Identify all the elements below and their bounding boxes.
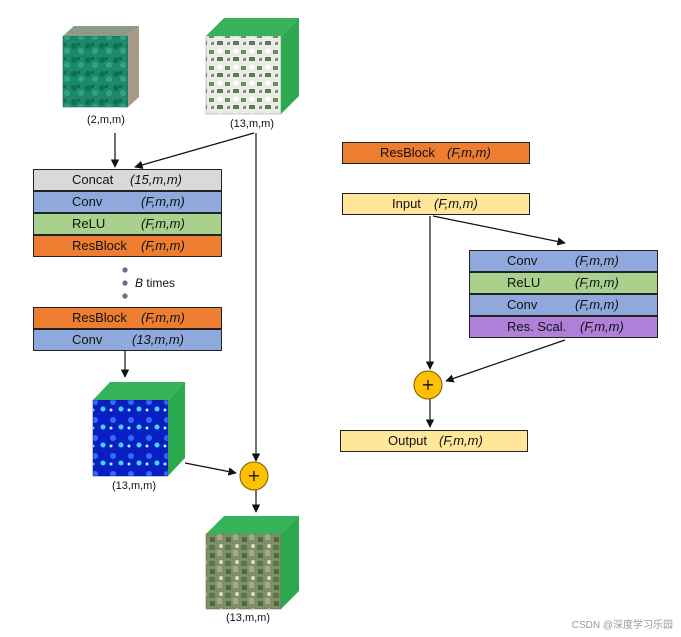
layer-name: Output xyxy=(388,433,428,448)
layer-name: ResBlock xyxy=(72,238,127,253)
sum-symbol: + xyxy=(247,466,260,485)
concat-layer: Concat (15,m,m) xyxy=(33,169,222,191)
sum-node-right: + xyxy=(413,370,443,400)
repeat-label: B times xyxy=(135,276,176,290)
layer-dims: (F,m,m) xyxy=(575,275,619,290)
layer-name: Conv xyxy=(507,253,538,268)
final-conv-layer: Conv (13,m,m) xyxy=(33,329,222,351)
relu-layer: ReLU (F,m,m) xyxy=(33,213,222,235)
layer-name: Concat xyxy=(72,172,114,187)
input2-dims-label: (13,m,m) xyxy=(230,118,274,130)
layer-name: ResBlock xyxy=(380,145,435,160)
residual-cube xyxy=(92,382,185,477)
resblock-relu: ReLU (F,m,m) xyxy=(469,272,658,294)
layer-name: Input xyxy=(392,196,421,211)
arrow-scal-to-sum xyxy=(445,339,566,383)
layer-name: Conv xyxy=(507,297,538,312)
resblock-conv1: Conv (F,m,m) xyxy=(469,250,658,272)
layer-dims: (F,m,m) xyxy=(141,310,185,325)
input-cube-13ch xyxy=(205,18,299,115)
conv-layer: Conv (F,m,m) xyxy=(33,191,222,213)
repeat-dot xyxy=(122,293,128,299)
layer-name: ResBlock xyxy=(72,310,127,325)
layer-dims: (F,m,m) xyxy=(575,253,619,268)
layer-dims: (13,m,m) xyxy=(132,332,184,347)
resblock-layer-last: ResBlock (F,m,m) xyxy=(33,307,222,329)
output-dims-label: (13,m,m) xyxy=(226,612,270,624)
input1-dims-label: (2,m,m) xyxy=(87,114,125,126)
layer-dims: (F,m,m) xyxy=(141,238,185,253)
arrow-residual-to-plus xyxy=(184,462,237,476)
watermark: CSDN @深度学习乐园 xyxy=(571,620,673,631)
repeat-dot xyxy=(122,267,128,273)
arrow-input2-to-concat xyxy=(134,132,255,169)
layer-dims: (15,m,m) xyxy=(130,172,182,187)
layer-name: Conv xyxy=(72,332,103,347)
input-cube-2ch xyxy=(62,26,139,108)
resblock-input: Input (F,m,m) xyxy=(342,193,530,215)
layer-dims: (F,m,m) xyxy=(439,433,483,448)
layer-name: ReLU xyxy=(507,275,541,290)
layer-dims: (F,m,m) xyxy=(575,297,619,312)
output-cube xyxy=(205,516,299,610)
layer-name: Conv xyxy=(72,194,103,209)
layer-name: ReLU xyxy=(72,216,106,231)
resblock-output: Output (F,m,m) xyxy=(340,430,528,452)
resblock-layer: ResBlock (F,m,m) xyxy=(33,235,222,257)
layer-dims: (F,m,m) xyxy=(434,196,478,211)
resblock-res-scal: Res. Scal. (F,m,m) xyxy=(469,316,658,338)
resblock-title: ResBlock (F,m,m) xyxy=(342,142,530,164)
layer-dims: (F,m,m) xyxy=(141,194,185,209)
layer-dims: (F,m,m) xyxy=(447,145,491,160)
layer-dims: (F,m,m) xyxy=(580,319,624,334)
layer-dims: (F,m,m) xyxy=(141,216,185,231)
resblock-conv2: Conv (F,m,m) xyxy=(469,294,658,316)
residual-dims-label: (13,m,m) xyxy=(112,480,156,492)
arrow-input-to-conv xyxy=(432,215,566,246)
layer-name: Res. Scal. xyxy=(507,319,567,334)
repeat-dot xyxy=(122,280,128,286)
sum-node-left: + xyxy=(239,461,269,491)
sum-symbol: + xyxy=(421,375,434,394)
